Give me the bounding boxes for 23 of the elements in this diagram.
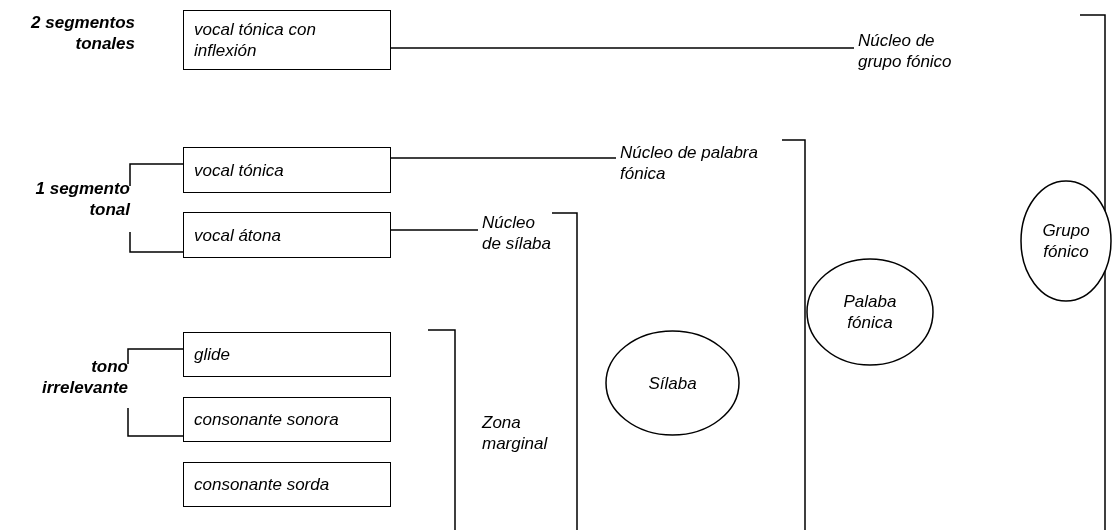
text-box: consonante sonora <box>183 397 391 442</box>
text-box: consonante sorda <box>183 462 391 507</box>
node-label: Núcleo de sílaba <box>482 212 557 272</box>
group-label: tono irrelevante <box>10 356 128 416</box>
region-label: Zona marginal <box>482 412 549 454</box>
text-box: vocal tónica con inflexión <box>183 10 391 70</box>
text-box: vocal tónica <box>183 147 391 193</box>
connector-line <box>390 229 479 231</box>
ellipse-node: Palaba fónica <box>806 258 934 366</box>
node-label: Núcleo de grupo fónico <box>858 30 978 90</box>
text-box: vocal átona <box>183 212 391 258</box>
connector-line <box>127 407 184 437</box>
group-label: 1 segmento tonal <box>20 178 130 240</box>
connector-line <box>129 163 184 187</box>
node-label: Núcleo de palabra fónica <box>620 142 770 198</box>
text-box: glide <box>183 332 391 377</box>
connector-line <box>127 348 184 365</box>
ellipse-node: Grupo fónico <box>1020 180 1112 302</box>
ellipse-node: Sílaba <box>605 330 740 436</box>
connector-line <box>390 47 855 49</box>
connector-line <box>390 157 617 159</box>
connector-line <box>129 231 184 253</box>
group-label: 2 segmentos tonales <box>29 12 135 54</box>
